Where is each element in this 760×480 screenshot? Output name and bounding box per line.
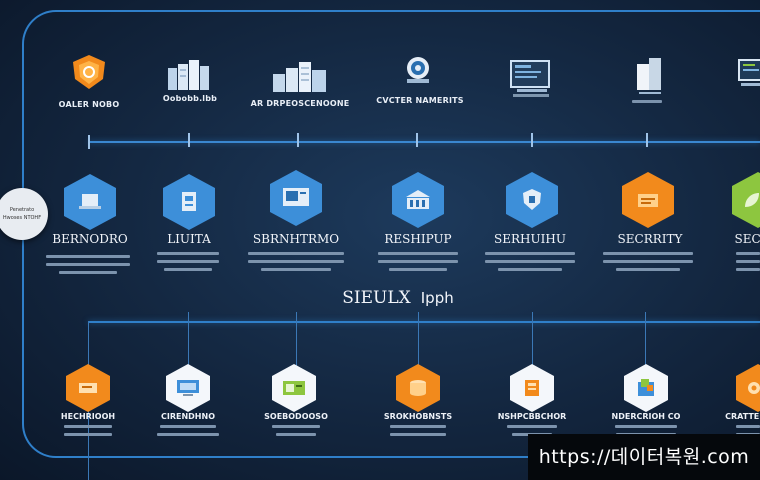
middle-item-label: RESHIPUP [384,232,452,246]
screen-icon [738,59,760,86]
timeline-tick [88,135,90,149]
top-item-caption [632,100,662,103]
middle-item-caption [261,268,331,271]
leaf-icon [745,193,759,207]
top-item-label: OALER NOBO [58,100,120,109]
middle-item-caption [736,252,760,255]
bottom-item-label: SROKHOBNSTS [383,412,453,421]
bottom-item-caption [390,425,446,428]
middle-item-label: LIUITA [167,232,211,246]
middle-item-label: BERNODRO [52,232,128,246]
middle-item-caption [164,268,212,271]
bubble-line-2: Hwoses NTOHF [2,215,42,221]
building-icon [406,190,430,209]
bottom-item-caption [272,425,320,428]
bottom-item-label: NDERCRIOH CO [611,412,681,421]
cloud-disk-icon [407,57,429,83]
middle-item-caption [157,260,219,263]
middle-item-caption [157,252,219,255]
middle-item-caption [378,260,458,263]
watermark-url[interactable]: https://데이터복원.com [528,434,760,480]
shield-check-icon [523,189,541,210]
middle-item-label: SBRNHTRMO [252,232,340,246]
bottom-item-caption [615,425,677,428]
center-title: SIEULX Ipph [342,288,453,308]
timeline-tick [297,133,299,147]
middle-item-caption [498,268,562,271]
bottom-item-caption [276,433,316,436]
middle-item-caption [736,268,760,271]
middle-item-caption [59,271,117,274]
bubble-line-1: Penetrato [9,207,35,213]
connector-line [296,312,297,372]
middle-item-caption [378,252,458,255]
center-title-main: SIEULX [342,288,411,308]
bottom-item-label: SOEBODOOSO [264,412,328,421]
bottom-item-caption [64,425,112,428]
bottom-item-label: CIRENDHNO [161,412,215,421]
folder-icon [638,194,658,207]
connector-line [645,312,646,372]
document-icon [182,192,196,211]
middle-item-caption [736,260,760,263]
bottom-item-caption [736,425,760,428]
connector-line [188,312,189,372]
timeline-tick [416,133,418,147]
middle-item-caption [603,252,693,255]
middle-item-caption [485,260,575,263]
middle-item-caption [46,255,130,258]
bottom-item-caption [64,433,112,436]
bottom-timeline [88,321,760,323]
connector-line [418,312,419,372]
timeline-tick [531,133,533,147]
middle-item-label: SECRRITY [617,232,683,246]
card-icon [283,381,305,395]
server-rack-icon [168,60,209,90]
bottom-item-label: CRATTEER [725,412,760,421]
datacenter-icon [273,62,326,92]
center-title-sub: Ipph [420,289,454,307]
box-icon [638,379,654,396]
bottom-item-label: HECHRIOOH [60,412,116,421]
drive-icon [79,383,97,393]
gear-icon [748,382,760,394]
middle-item-caption [603,260,693,263]
top-timeline [88,141,760,143]
monitor-icon [510,60,550,97]
database-icon [410,380,426,396]
bottom-item-caption [157,433,219,436]
bottom-item-caption [390,433,446,436]
middle-item-caption [248,260,344,263]
middle-item-caption [389,268,447,271]
cube-icon [637,58,661,94]
bottom-item-caption [507,425,557,428]
middle-item-caption [485,252,575,255]
middle-item-caption [616,268,680,271]
top-item-label: AR DRPEOSCENOONE [250,99,350,108]
timeline-tick [188,133,190,147]
shield-icon [73,55,105,89]
middle-item-label: SECI [734,232,760,246]
top-item-label: CVCTER NAMERITS [376,96,464,105]
connector-line [532,312,533,372]
display-icon [177,380,199,396]
middle-item-caption [46,263,130,266]
bottom-item-label: NSHPCBBCHOR [497,412,567,421]
middle-item-label: SERHUIHU [494,232,566,246]
timeline-tick [646,133,648,147]
top-item-label: Oobobb.lbb [162,94,218,103]
book-icon [525,380,539,396]
laptop-icon [79,194,101,209]
bottom-item-caption [160,425,216,428]
terminal-icon [283,188,309,206]
middle-item-caption [248,252,344,255]
start-bubble: Penetrato Hwoses NTOHF [0,188,48,240]
